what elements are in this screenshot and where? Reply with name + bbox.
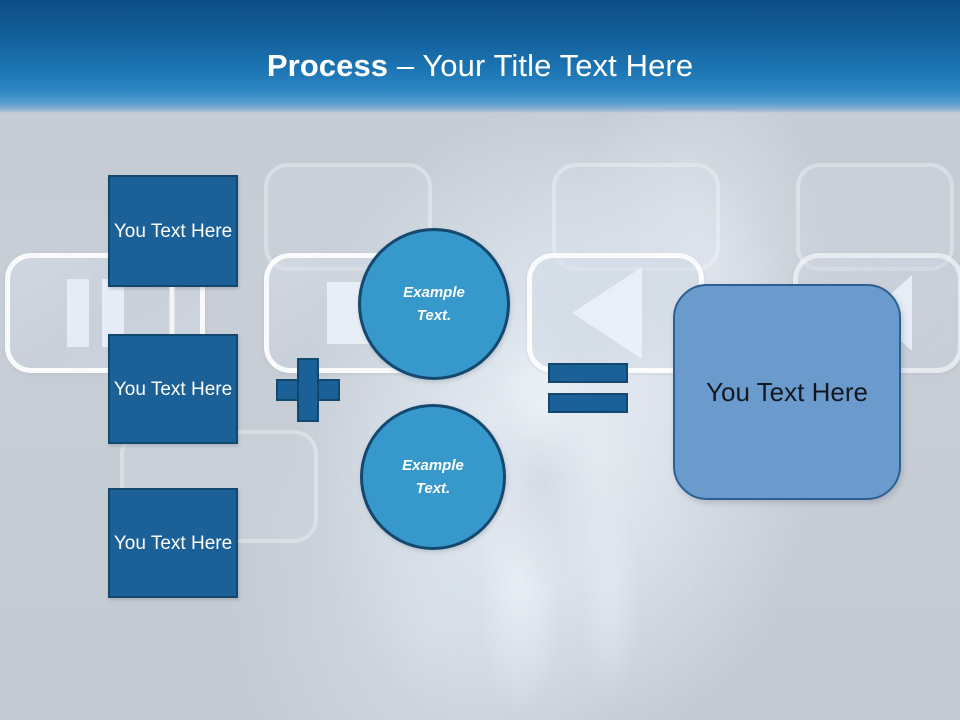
example-circle-2-line2: Text. [415,480,451,497]
step-box-3-label: You Text Here [113,532,233,554]
pause-icon [67,279,89,347]
equals-icon [548,363,628,413]
plus-icon [276,358,340,422]
example-circle-1[interactable]: Example Text. [358,228,510,380]
result-box-label: You Text Here [706,376,868,407]
step-box-3[interactable]: You Text Here [108,488,238,598]
equals-icon-bottom-bar [548,393,628,413]
result-box[interactable]: You Text Here [673,284,901,500]
step-box-2[interactable]: You Text Here [108,334,238,444]
step-box-2-label: You Text Here [113,378,233,400]
header-bar [0,0,960,113]
page-title: Process – Your Title Text Here [0,48,960,84]
page-title-strong: Process [266,48,389,83]
step-box-1-label: You Text Here [113,220,233,242]
equals-icon-top-bar [548,363,628,383]
example-circle-1-label: Example Text. [403,281,465,327]
page-title-rest: – Your Title Text Here [388,48,694,83]
plus-icon-center [299,381,317,399]
example-circle-1-line2: Text. [416,307,452,324]
pause-icon [102,279,124,347]
example-circle-2[interactable]: Example Text. [360,404,506,550]
rewind-icon [572,267,642,359]
example-circle-2-label: Example Text. [402,454,464,500]
step-connector [169,287,175,334]
example-circle-2-line1: Example [402,457,464,474]
step-box-1[interactable]: You Text Here [108,175,238,287]
ghost-outline-2 [552,163,720,271]
example-circle-1-line1: Example [403,284,465,301]
